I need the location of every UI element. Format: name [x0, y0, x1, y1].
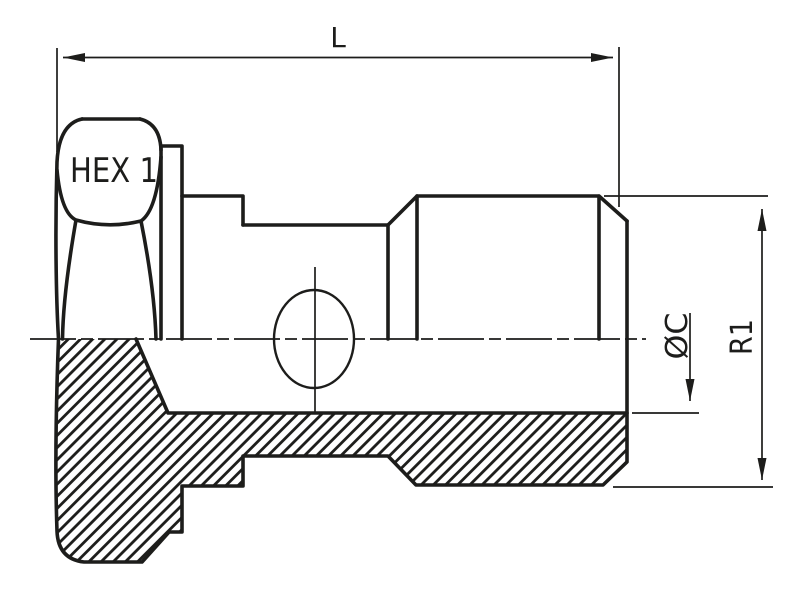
section-outline	[54, 219, 629, 564]
dimension-length: L	[56, 21, 620, 207]
part-outline-upper	[54, 117, 629, 341]
section-hatch-fill	[55, 339, 628, 562]
arrowhead-down-icon	[757, 458, 767, 480]
arrowhead-up-icon	[757, 209, 767, 231]
hex-right-chamfer	[138, 117, 163, 152]
bore-and-drill-cone-edge	[134, 337, 629, 415]
dimension-thread: R1	[604, 195, 773, 488]
hex-face-arcs	[55, 155, 163, 341]
arrowhead-down-icon	[685, 379, 695, 401]
dim-label-length: L	[330, 21, 346, 54]
arrowhead-left-icon	[63, 53, 85, 62]
dim-label-bore: ØC	[660, 313, 695, 360]
shank-outline	[241, 223, 390, 341]
hex-left-silhouette	[54, 117, 84, 341]
thread-relief-chamfer	[386, 194, 419, 341]
lower-profile-edge	[54, 219, 629, 564]
step-outline	[180, 194, 245, 227]
arrowhead-right-icon	[591, 53, 613, 62]
dimension-bore-diameter: ØC	[632, 313, 699, 414]
dim-label-thread: R1	[725, 319, 760, 355]
centerlines	[30, 267, 646, 412]
hex-size-label: HEX 1	[70, 151, 158, 191]
collar-outline	[159, 144, 184, 341]
thread-top-edge	[415, 194, 629, 341]
